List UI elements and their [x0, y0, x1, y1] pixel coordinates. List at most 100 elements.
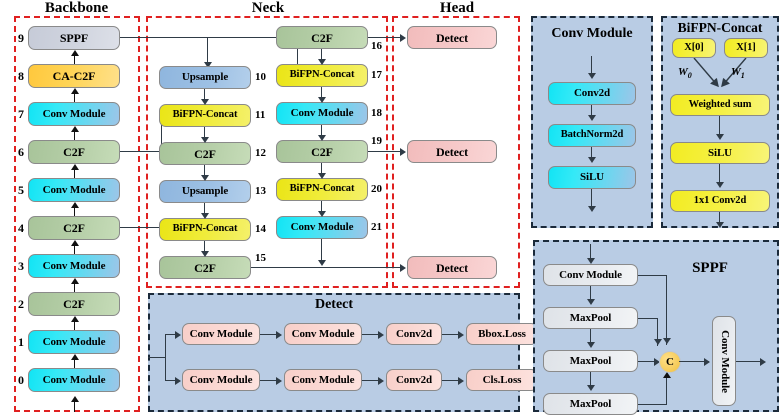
bifpn-panel-arrowhead-out [716, 222, 724, 228]
neck-node-c2f-12[interactable]: C2F [159, 142, 251, 165]
group-title-backbone: Backbone [44, 0, 109, 16]
edge-sppf-to-bifpn17 [297, 37, 299, 71]
sppf-panel-title: SPPF [692, 260, 728, 276]
detect-panel-top-conv-2[interactable]: Conv Module [284, 323, 362, 345]
backbone-index-1: 1 [18, 335, 24, 349]
detect-panel [148, 293, 520, 412]
conv-panel-node-batchnorm2d[interactable]: BatchNorm2d [548, 124, 636, 147]
sppf-route-4-arrowhead [663, 372, 671, 378]
arrowhead-13-14 [201, 213, 209, 219]
backbone-node-conv-0[interactable]: Conv Module [28, 368, 120, 392]
detect-panel-top-edge-3 [442, 334, 460, 336]
bifpn-panel-node-x1[interactable]: X[1] [724, 38, 768, 58]
sppf-node-maxpool-2[interactable]: MaxPool [543, 350, 638, 372]
arrowhead-11-12 [201, 137, 209, 143]
backbone-edge-1-2 [74, 320, 76, 338]
detect-panel-bot-conv2d[interactable]: Conv2d [386, 369, 442, 391]
bifpn-panel-arrowhead-2 [716, 182, 724, 188]
bifpn-panel-node-1x1-conv2d[interactable]: 1x1 Conv2d [670, 190, 770, 212]
neck-node-upsample-10[interactable]: Upsample [159, 66, 251, 89]
detect-panel-bot-conv-2[interactable]: Conv Module [284, 369, 362, 391]
bifpn-panel-node-silu[interactable]: SiLU [670, 142, 770, 164]
sppf-node-maxpool-1[interactable]: MaxPool [543, 307, 638, 329]
detect-panel-bot-conv-1[interactable]: Conv Module [182, 369, 260, 391]
conv-panel-node-silu[interactable]: SiLU [548, 166, 636, 189]
neck-node-c2f-15[interactable]: C2F [159, 256, 251, 279]
detect-panel-bot-arrowhead-1 [276, 377, 282, 385]
backbone-index-9: 9 [18, 31, 24, 45]
backbone-node-conv-5[interactable]: Conv Module [28, 178, 120, 202]
arrowhead-10-11 [201, 99, 209, 105]
arrowhead-detect3 [400, 264, 406, 272]
sppf-node-maxpool-3[interactable]: MaxPool [543, 393, 638, 415]
sppf-route-2-h [638, 318, 658, 320]
backbone-node-sppf[interactable]: SPPF [28, 26, 120, 50]
edge-c2f6-down [161, 113, 163, 152]
backbone-arrowhead-5-6 [71, 164, 79, 170]
edge-sppf-out [120, 37, 298, 39]
arrowhead-17-18 [318, 97, 326, 103]
neck-node-c2f-16[interactable]: C2F [276, 26, 368, 49]
backbone-node-ca-c2f[interactable]: CA-C2F [28, 64, 120, 88]
sppf-route-2-arrowhead [654, 339, 662, 345]
backbone-node-conv-3[interactable]: Conv Module [28, 254, 120, 278]
detect-panel-top-conv2d[interactable]: Conv2d [386, 323, 442, 345]
bifpn-panel-node-x0[interactable]: X[0] [672, 38, 716, 58]
edge-18-19 [321, 125, 323, 136]
bifpn-panel-weight-w1: W1 [731, 66, 745, 81]
group-title-neck: Neck [251, 0, 285, 16]
backbone-node-conv-1[interactable]: Conv Module [28, 330, 120, 354]
arrowhead-detect2 [400, 148, 406, 156]
backbone-index-5: 5 [18, 183, 24, 197]
backbone-node-c2f-6[interactable]: C2F [28, 140, 120, 164]
sppf-node-out-conv-module[interactable]: Conv Module [712, 316, 736, 406]
arrowhead-21-down [318, 260, 326, 266]
arrowhead-sppf-upsample [204, 62, 212, 68]
neck-node-upsample-13[interactable]: Upsample [159, 180, 251, 203]
head-node-detect-1[interactable]: Detect [407, 26, 497, 49]
bifpn-panel-arrowhead-1 [716, 134, 724, 140]
backbone-index-6: 6 [18, 145, 24, 159]
neck-index-17: 17 [371, 69, 382, 81]
neck-node-c2f-19[interactable]: C2F [276, 140, 368, 163]
backbone-edge-3-4 [74, 244, 76, 262]
detect-panel-bbox-loss[interactable]: Bbox.Loss [466, 323, 538, 345]
detect-panel-cls-loss[interactable]: Cls.Loss [466, 369, 538, 391]
neck-node-bifpn-20[interactable]: BiFPN-Concat [276, 178, 368, 201]
detect-panel-bot-edge-2 [362, 380, 380, 382]
bifpn-panel-edge-1 [719, 116, 721, 135]
backbone-edge-7-8 [74, 92, 76, 110]
neck-node-bifpn-11[interactable]: BiFPN-Concat [159, 104, 251, 127]
sppf-arrowhead-in [587, 258, 595, 264]
sppf-edge-2 [590, 329, 592, 343]
neck-node-bifpn-14[interactable]: BiFPN-Concat [159, 218, 251, 241]
detect-panel-top-conv-1[interactable]: Conv Module [182, 323, 260, 345]
arrowhead-detect1 [400, 34, 406, 42]
edge-16-detect1 [368, 37, 404, 39]
backbone-node-c2f-4[interactable]: C2F [28, 216, 120, 240]
head-node-detect-2[interactable]: Detect [407, 140, 497, 163]
backbone-edge-0-1 [74, 358, 76, 376]
backbone-arrowhead-8-9 [71, 50, 79, 56]
neck-index-10: 10 [255, 71, 266, 83]
detect-panel-bot-edge-3 [442, 380, 460, 382]
bifpn-panel-edge-out [719, 212, 721, 224]
sppf-route-1-arrowhead [663, 338, 671, 344]
neck-node-conv-18[interactable]: Conv Module [276, 102, 368, 125]
backbone-node-c2f-2[interactable]: C2F [28, 292, 120, 316]
neck-node-conv-21[interactable]: Conv Module [276, 216, 368, 239]
backbone-edge-6-7 [74, 130, 76, 148]
bifpn-panel-node-weighted-sum[interactable]: Weighted sum [670, 94, 770, 116]
conv-panel-node-conv2d[interactable]: Conv2d [548, 82, 636, 105]
head-node-detect-3[interactable]: Detect [407, 256, 497, 279]
sppf-route-1-h [638, 275, 667, 277]
detect-panel-bot-arrowhead-3 [458, 377, 464, 385]
sppf-node-conv-module[interactable]: Conv Module [543, 264, 638, 286]
edge-19-20 [321, 163, 323, 174]
arrowhead-20-21 [318, 211, 326, 217]
backbone-node-conv-7[interactable]: Conv Module [28, 102, 120, 126]
neck-index-20: 20 [371, 183, 382, 195]
sppf-route-2-v [657, 318, 659, 346]
neck-node-bifpn-17[interactable]: BiFPN-Concat [276, 64, 368, 87]
